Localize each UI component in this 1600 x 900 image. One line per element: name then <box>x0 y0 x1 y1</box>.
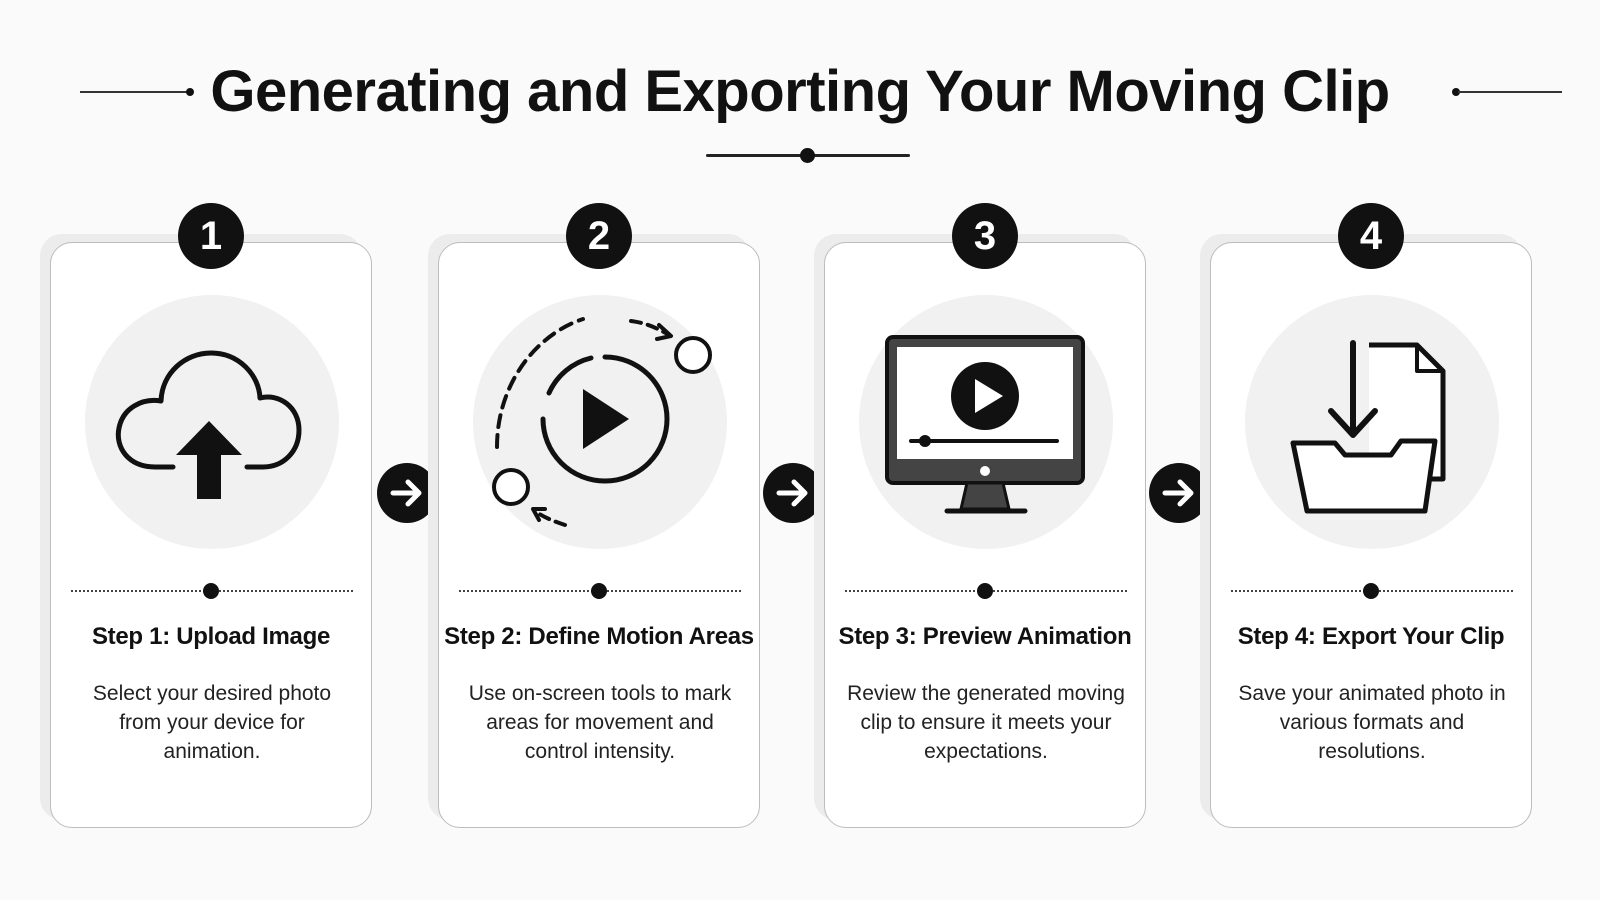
step-separator-dot <box>1363 583 1379 599</box>
title-divider-dot <box>800 148 815 163</box>
header: Generating and Exporting Your Moving Cli… <box>0 52 1600 132</box>
step-icon-circle <box>859 295 1113 549</box>
arrow-right-icon <box>1149 463 1209 523</box>
download-folder-icon <box>1290 340 1446 514</box>
title-line-left <box>80 91 190 93</box>
title-dot-left <box>186 88 194 96</box>
step-separator-dot <box>591 583 607 599</box>
step-number-badge: 1 <box>178 203 244 269</box>
step-icon-circle <box>85 295 339 549</box>
cloud-upload-icon <box>115 350 302 499</box>
motion-play-icon <box>492 317 712 527</box>
step-description: Save your animated photo in various form… <box>1238 682 1506 763</box>
step-description: Review the generated moving clip to ensu… <box>847 682 1125 763</box>
step-number-badge: 2 <box>566 203 632 269</box>
title-line-right <box>1458 91 1562 93</box>
step-title: Step 3: Preview Animation <box>838 623 1132 650</box>
step-separator-dot <box>977 583 993 599</box>
step-title: Step 4: Export Your Clip <box>1237 623 1505 650</box>
step-card-4: 4 Step 4: Export Your Clip Save your ani… <box>1210 203 1532 828</box>
step-card-3: 3 Step 3: Preview Animation Review the g… <box>824 203 1146 828</box>
arrow-right-icon <box>763 463 823 523</box>
step-number-badge: 4 <box>1338 203 1404 269</box>
step-separator-dot <box>203 583 219 599</box>
step-number-badge: 3 <box>952 203 1018 269</box>
step-title: Step 2: Define Motion Areas <box>444 623 754 650</box>
monitor-play-icon <box>885 335 1085 514</box>
arrow-right-icon <box>377 463 437 523</box>
step-description: Use on-screen tools to mark areas for mo… <box>468 682 732 763</box>
step-icon-circle <box>1245 295 1499 549</box>
page-title: Generating and Exporting Your Moving Cli… <box>210 59 1390 124</box>
step-card-2: 2 Step 2: Define Motion Areas Use on-scr… <box>438 203 760 828</box>
step-icon-circle <box>473 295 727 549</box>
step-description: Select your desired photo from your devi… <box>92 682 332 763</box>
step-card-1: 1 Step 1: Upload Image Select your desir… <box>50 203 372 828</box>
step-title: Step 1: Upload Image <box>91 623 331 650</box>
title-dot-right <box>1452 88 1460 96</box>
